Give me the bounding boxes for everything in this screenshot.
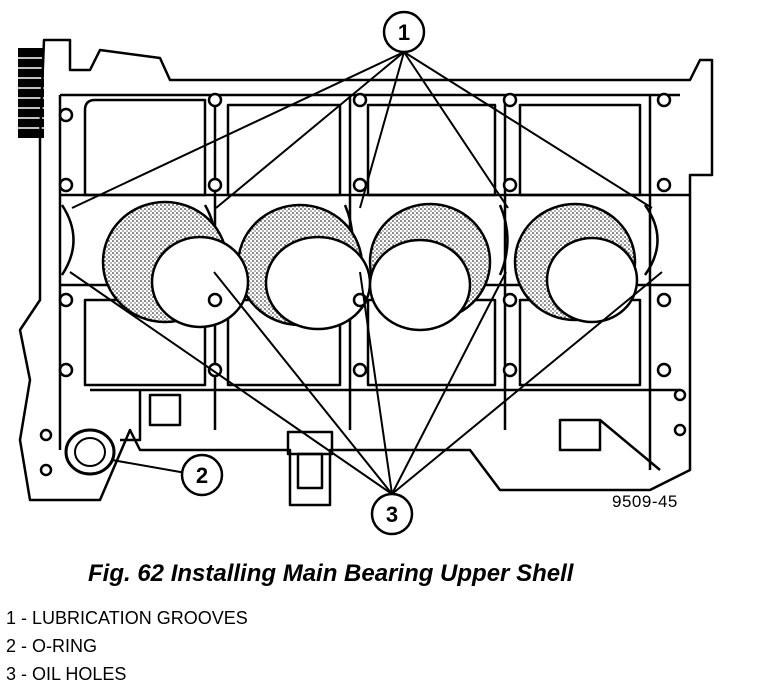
crankshaft-bores [101, 200, 639, 332]
gear-teeth [18, 48, 44, 138]
callout-3: 3 [370, 492, 414, 536]
callout-1-label: 1 [398, 20, 410, 45]
figure-reference-code: 9509-45 [612, 492, 678, 511]
legend-item: 1 - LUBRICATION GROOVES [6, 608, 248, 628]
engine-block-illustration: 1 2 3 [18, 10, 714, 536]
bolt-holes [39, 92, 687, 477]
o-ring [64, 428, 116, 476]
legend-item: 2 - O-RING [6, 636, 98, 656]
callout-2: 2 [180, 453, 224, 497]
legend: 1 - LUBRICATION GROOVES 2 - O-RING 3 - O… [6, 604, 248, 688]
legend-item: 3 - OIL HOLES [6, 664, 127, 684]
callout-3-label: 3 [386, 502, 398, 527]
leader-lines [69, 51, 663, 495]
callout-2-label: 2 [196, 463, 208, 488]
callout-1: 1 [382, 10, 426, 54]
figure-caption: Fig. 62 Installing Main Bearing Upper Sh… [88, 560, 574, 587]
